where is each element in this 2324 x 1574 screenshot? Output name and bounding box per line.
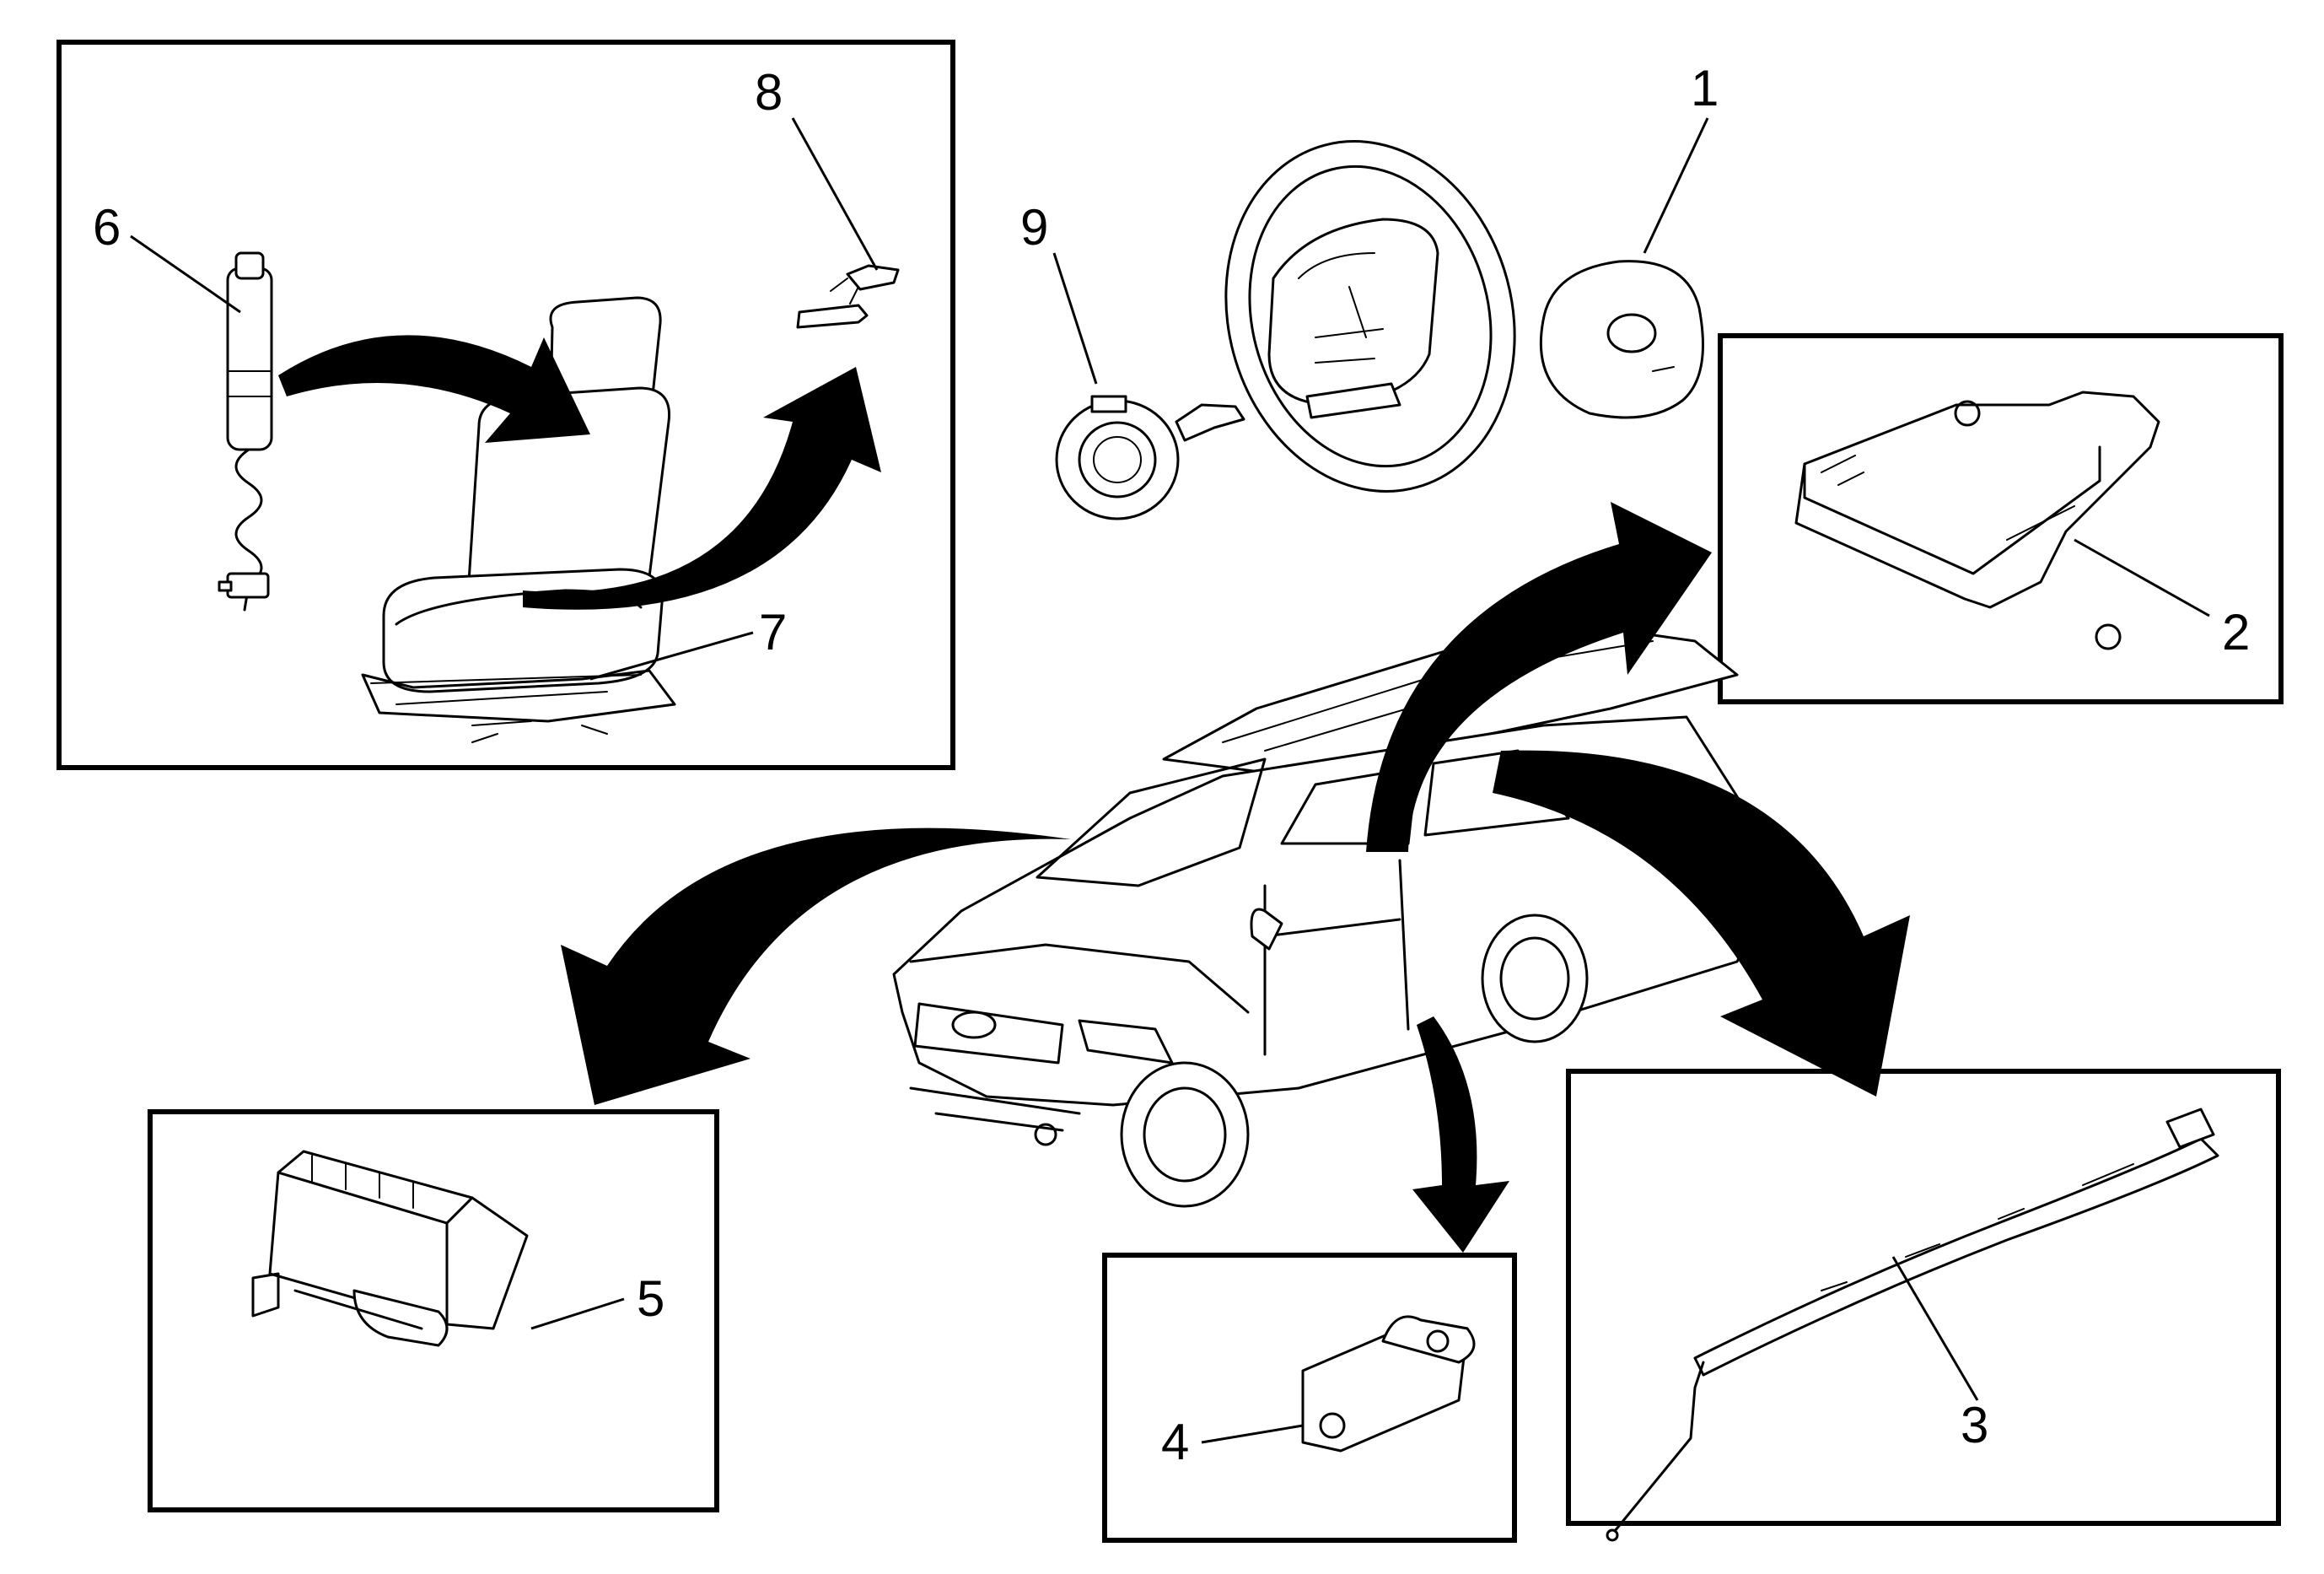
leader-5 — [530, 1297, 625, 1330]
leader-9 — [1052, 252, 1098, 385]
roof-rail-airbag-box — [1566, 1069, 2281, 1526]
sdm-module-box — [1718, 333, 2284, 704]
callout-8: 8 — [755, 64, 783, 121]
seatbelt-pretensioner — [218, 251, 273, 612]
seat-components-box — [56, 40, 955, 770]
impact-sensor-box — [1102, 1253, 1517, 1543]
roof-rail-airbag — [1606, 1108, 2219, 1542]
vehicle-suv — [892, 623, 1764, 1208]
driver-airbag-module — [1539, 260, 1704, 419]
callout-5: 5 — [637, 1270, 664, 1327]
clockspring — [1055, 395, 1245, 520]
leader-8 — [791, 117, 879, 271]
leader-4 — [1201, 1424, 1304, 1444]
seat-position-sensor — [796, 264, 900, 329]
callout-2: 2 — [2222, 604, 2250, 660]
leader-3 — [1891, 1256, 1979, 1401]
leader-6 — [130, 234, 241, 314]
arrow-to-seat — [278, 335, 590, 443]
sensing-diagnostic-module — [1794, 391, 2160, 650]
arrow-to-sdm — [1366, 502, 1712, 852]
callout-3: 3 — [1961, 1397, 1988, 1453]
steering-wheel — [1224, 140, 1516, 493]
frontal-airbag-box — [148, 1109, 719, 1512]
arrow-to-frontal-airbag — [561, 827, 1071, 1105]
callout-4: 4 — [1161, 1414, 1189, 1470]
callout-6: 6 — [93, 199, 121, 256]
leader-2 — [2074, 538, 2210, 617]
callout-9: 9 — [1020, 199, 1048, 256]
callout-7: 7 — [759, 604, 787, 660]
arrow-to-roof-rail-airbag — [1493, 750, 1910, 1097]
arrow-to-sensor — [523, 367, 881, 610]
leader-1 — [1643, 117, 1709, 254]
side-impact-sensor — [1301, 1315, 1476, 1453]
arrow-to-impact-sensor — [1412, 1016, 1509, 1253]
leader-7 — [589, 631, 754, 681]
passenger-frontal-airbag — [251, 1150, 529, 1347]
callout-1: 1 — [1691, 60, 1719, 116]
